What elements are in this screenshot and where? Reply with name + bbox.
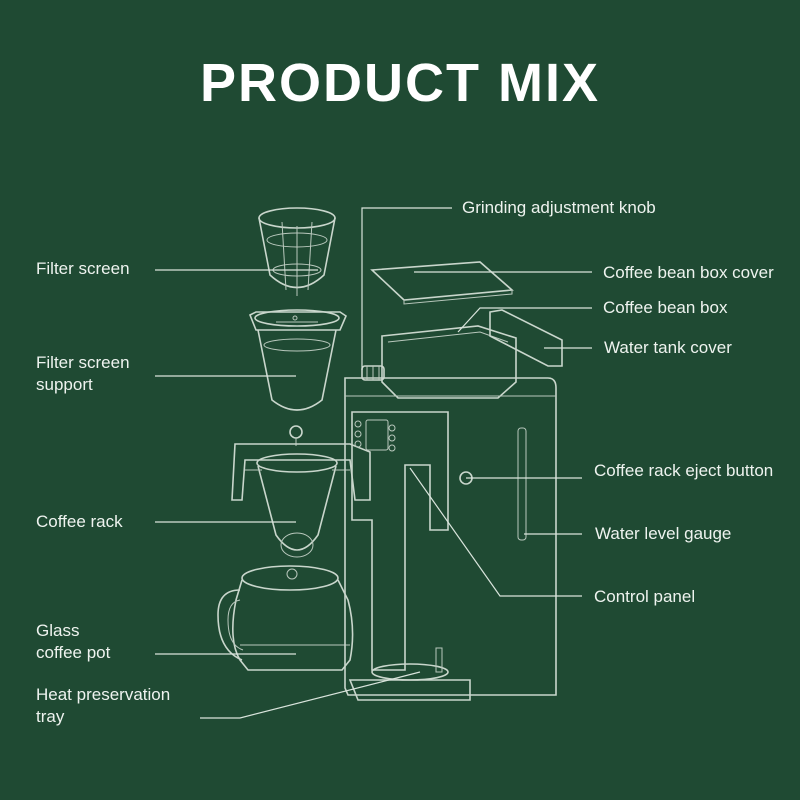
- leader-grinding-knob: [361, 207, 452, 370]
- page-title: PRODUCT MIX: [200, 53, 600, 113]
- filter-screen-drawing: [258, 207, 336, 296]
- coffee-maker-body-drawing: [344, 261, 563, 701]
- label-glass-coffee-pot-line1: Glass: [36, 621, 80, 640]
- label-filter-screen-support-line2: support: [36, 375, 93, 394]
- label-filter-screen: Filter screen: [36, 259, 130, 278]
- label-heat-preservation-tray: Heat preservation tray: [36, 684, 170, 728]
- leader-control-panel: [409, 467, 582, 597]
- label-water-level-gauge: Water level gauge: [595, 524, 732, 543]
- label-heat-tray-line2: tray: [36, 707, 65, 726]
- label-glass-coffee-pot-line2: coffee pot: [36, 643, 111, 662]
- coffee-rack-drawing: [231, 425, 371, 558]
- label-coffee-rack-eject-button: Coffee rack eject button: [594, 461, 774, 480]
- leader-heat-tray: [200, 671, 421, 719]
- label-control-panel: Control panel: [594, 587, 696, 606]
- label-filter-screen-support: Filter screen support: [36, 352, 130, 396]
- label-filter-screen-support-line1: Filter screen: [36, 353, 130, 372]
- label-coffee-bean-box-cover: Coffee bean box cover: [603, 263, 774, 282]
- label-glass-coffee-pot: Glass coffee pot: [36, 620, 110, 664]
- leader-bean-box: [457, 307, 592, 333]
- label-coffee-rack: Coffee rack: [36, 512, 123, 531]
- label-coffee-bean-box: Coffee bean box: [603, 298, 728, 317]
- label-grinding-adjustment-knob: Grinding adjustment knob: [462, 198, 656, 217]
- label-heat-tray-line1: Heat preservation: [36, 685, 171, 704]
- label-water-tank-cover: Water tank cover: [604, 338, 732, 357]
- filter-screen-support-drawing: [248, 309, 347, 411]
- glass-coffee-pot-drawing: [217, 565, 354, 671]
